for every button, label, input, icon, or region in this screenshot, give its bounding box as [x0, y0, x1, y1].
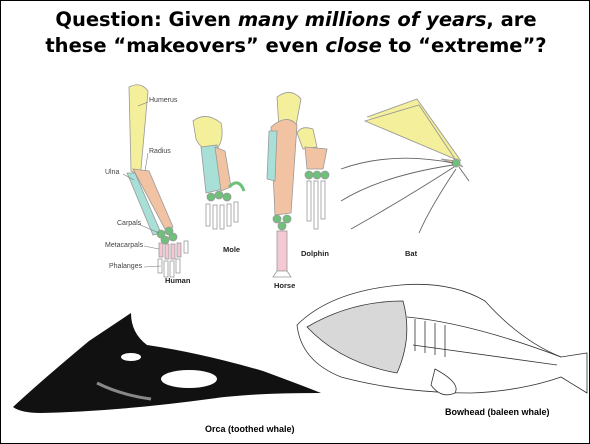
- label-mole: Mole: [223, 245, 240, 254]
- label-orca: Orca (toothed whale): [205, 424, 295, 434]
- bat-wing: [341, 99, 469, 233]
- orca-silhouette: [13, 313, 321, 413]
- label-phalanges: Phalanges: [109, 263, 142, 270]
- label-humerus: Humerus: [149, 97, 177, 104]
- horse-leg: [267, 92, 301, 277]
- label-bowhead: Bowhead (baleen whale): [445, 407, 550, 417]
- label-dolphin: Dolphin: [301, 249, 329, 258]
- label-human: Human: [165, 276, 190, 285]
- label-horse: Horse: [274, 281, 295, 290]
- label-metacarpals: Metacarpals: [105, 242, 143, 249]
- label-radius: Radius: [149, 148, 171, 155]
- bowhead-skeleton: [297, 284, 587, 394]
- mole-arm: [193, 116, 244, 229]
- label-ulna: Ulna: [105, 169, 119, 176]
- dolphin-flipper: [297, 128, 329, 229]
- label-carpals: Carpals: [117, 220, 141, 227]
- label-bat: Bat: [405, 249, 417, 258]
